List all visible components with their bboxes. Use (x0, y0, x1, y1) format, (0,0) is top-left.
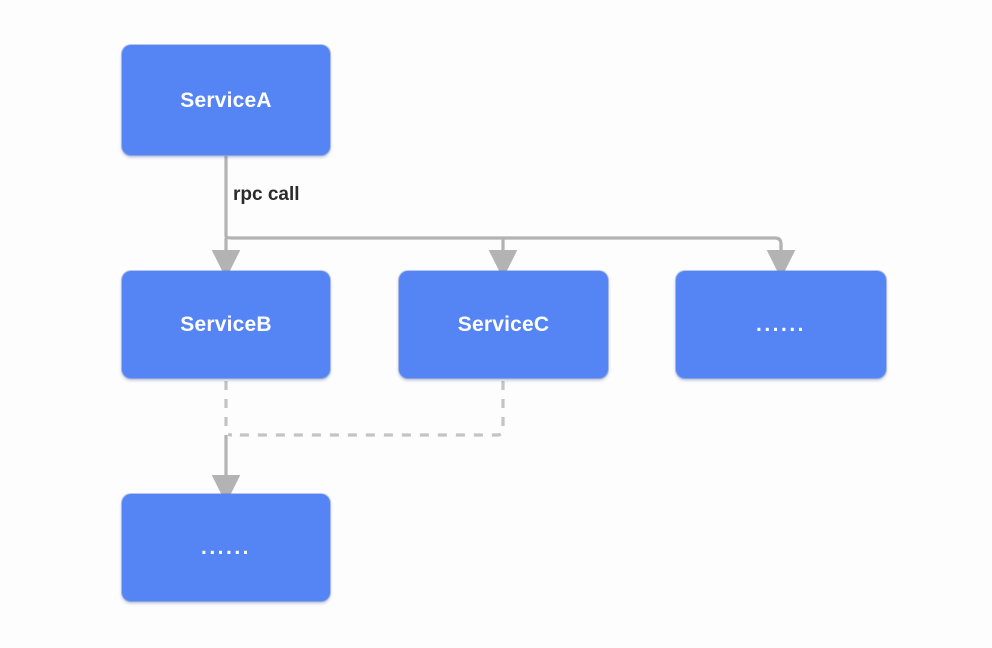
node-more-downstream[interactable]: ...... (122, 494, 330, 601)
node-service-c-label: ServiceC (457, 313, 550, 336)
node-more-downstream-label: ...... (200, 536, 251, 559)
node-service-c[interactable]: ServiceC (399, 271, 608, 378)
node-more-peers-label: ...... (755, 313, 806, 336)
connector-dashed-service-c (232, 381, 505, 437)
connector-branch-bus (224, 235, 783, 250)
node-service-a[interactable]: ServiceA (122, 45, 330, 155)
node-service-a-label: ServiceA (180, 88, 272, 112)
node-service-b-label: ServiceB (180, 313, 272, 336)
node-more-peers[interactable]: ...... (676, 271, 886, 378)
edge-label-rpc-call: rpc call (233, 184, 300, 205)
connector-dashed-service-b (224, 381, 233, 437)
node-service-b[interactable]: ServiceB (122, 271, 330, 378)
